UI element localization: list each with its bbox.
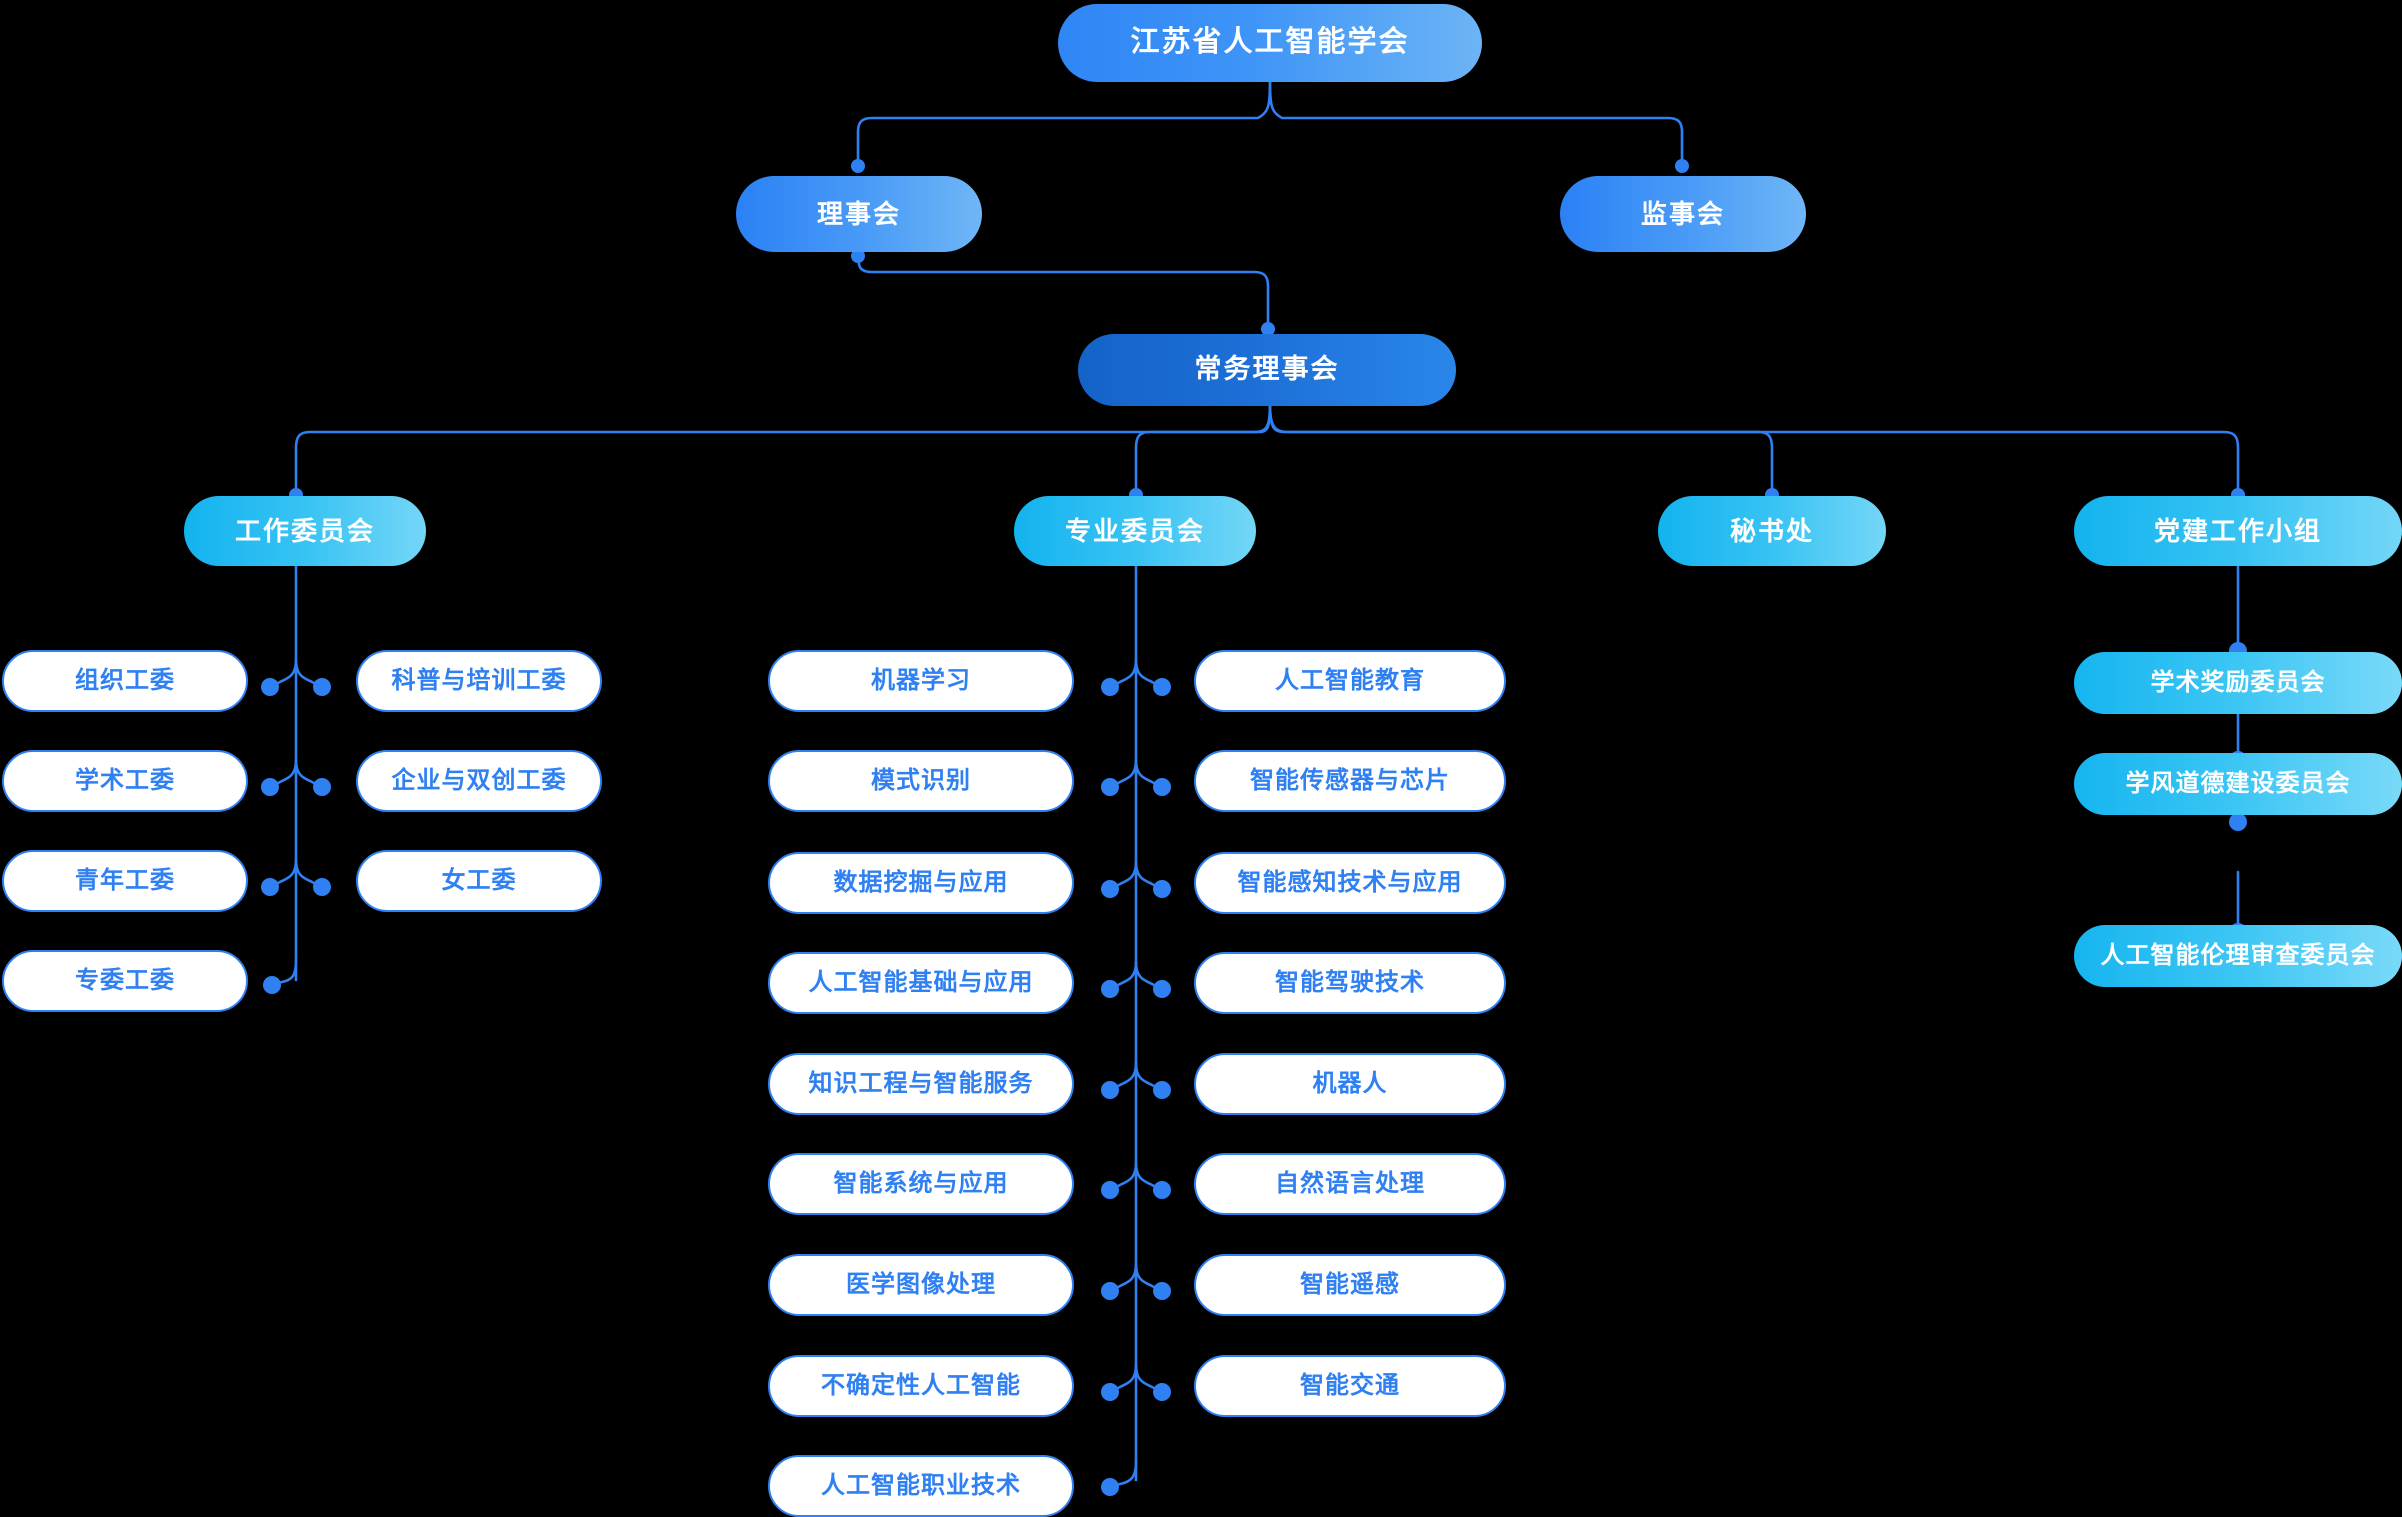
node-ai-ethics-review-committee[interactable]: 人工智能伦理审查委员会 [2074,925,2402,987]
node-root[interactable]: 江苏省人工智能学会 [1058,4,1482,82]
leaf-work-left-3[interactable]: 青年工委 [2,850,248,912]
leaf-label: 机器人 [1312,1069,1388,1097]
leaf-prof-left-4[interactable]: 人工智能基础与应用 [768,952,1074,1014]
node-standing-council[interactable]: 常务理事会 [1078,334,1456,406]
node-board-of-supervisors[interactable]: 监事会 [1560,176,1806,252]
leaf-label: 组织工委 [75,666,175,694]
leaf-label: 模式识别 [871,766,971,794]
leaf-label: 青年工委 [75,866,175,894]
leaf-label: 人工智能职业技术 [821,1471,1021,1499]
node-professional-committee-label: 专业委员会 [1064,515,1205,546]
leaf-prof-right-2[interactable]: 智能传感器与芯片 [1194,750,1506,812]
node-root-label: 江苏省人工智能学会 [1130,26,1410,59]
leaf-label: 医学图像处理 [846,1270,996,1298]
leaf-prof-left-7[interactable]: 医学图像处理 [768,1254,1074,1316]
node-academic-award-committee[interactable]: 学术奖励委员会 [2074,652,2402,714]
node-work-committee[interactable]: 工作委员会 [184,496,426,566]
node-board-of-directors[interactable]: 理事会 [736,176,982,252]
node-work-committee-label: 工作委员会 [234,515,375,546]
leaf-label: 人工智能基础与应用 [808,968,1034,996]
leaf-work-left-2[interactable]: 学术工委 [2,750,248,812]
leaf-label: 企业与双创工委 [391,766,567,794]
leaf-prof-left-8[interactable]: 不确定性人工智能 [768,1355,1074,1417]
leaf-work-right-2[interactable]: 企业与双创工委 [356,750,602,812]
leaf-work-right-3[interactable]: 女工委 [356,850,602,912]
leaf-prof-right-6[interactable]: 自然语言处理 [1194,1153,1506,1215]
leaf-prof-right-5[interactable]: 机器人 [1194,1053,1506,1115]
leaf-label: 自然语言处理 [1275,1169,1425,1197]
leaf-prof-left-9[interactable]: 人工智能职业技术 [768,1455,1074,1517]
node-professional-committee[interactable]: 专业委员会 [1014,496,1256,566]
node-board-of-directors-label: 理事会 [816,198,901,229]
leaf-label: 专委工委 [75,966,175,994]
leaf-prof-right-1[interactable]: 人工智能教育 [1194,650,1506,712]
leaf-label: 学术工委 [75,766,175,794]
node-secretariat[interactable]: 秘书处 [1658,496,1886,566]
node-standing-council-label: 常务理事会 [1194,354,1340,385]
leaf-prof-left-1[interactable]: 机器学习 [768,650,1074,712]
leaf-work-left-4[interactable]: 专委工委 [2,950,248,1012]
leaf-label: 智能系统与应用 [833,1169,1009,1197]
leaf-work-left-1[interactable]: 组织工委 [2,650,248,712]
leaf-label: 不确定性人工智能 [821,1371,1021,1399]
leaf-label: 人工智能教育 [1275,666,1425,694]
leaf-label: 智能传感器与芯片 [1250,766,1450,794]
leaf-prof-left-3[interactable]: 数据挖掘与应用 [768,852,1074,914]
leaf-label: 智能驾驶技术 [1275,968,1425,996]
leaf-prof-left-2[interactable]: 模式识别 [768,750,1074,812]
leaf-label: 科普与培训工委 [391,666,567,694]
leaf-work-right-1[interactable]: 科普与培训工委 [356,650,602,712]
leaf-prof-right-7[interactable]: 智能遥感 [1194,1254,1506,1316]
node-secretariat-label: 秘书处 [1729,515,1814,546]
leaf-label: 数据挖掘与应用 [833,868,1009,896]
leaf-label: 女工委 [441,866,517,894]
leaf-prof-right-4[interactable]: 智能驾驶技术 [1194,952,1506,1014]
leaf-label: 智能感知技术与应用 [1237,868,1463,896]
node-label: 人工智能伦理审查委员会 [2100,941,2376,969]
leaf-prof-left-5[interactable]: 知识工程与智能服务 [768,1053,1074,1115]
leaf-prof-left-6[interactable]: 智能系统与应用 [768,1153,1074,1215]
node-label: 学风道德建设委员会 [2125,769,2351,797]
leaf-label: 机器学习 [871,666,971,694]
node-party-building-group[interactable]: 党建工作小组 [2074,496,2402,566]
leaf-label: 智能遥感 [1300,1270,1400,1298]
leaf-label: 知识工程与智能服务 [808,1069,1034,1097]
leaf-prof-right-8[interactable]: 智能交通 [1194,1355,1506,1417]
leaf-label: 智能交通 [1300,1371,1400,1399]
leaf-prof-right-3[interactable]: 智能感知技术与应用 [1194,852,1506,914]
node-party-building-group-label: 党建工作小组 [2153,515,2322,546]
node-label: 学术奖励委员会 [2150,668,2326,696]
node-academic-ethics-committee[interactable]: 学风道德建设委员会 [2074,753,2402,815]
node-board-of-supervisors-label: 监事会 [1640,198,1725,229]
